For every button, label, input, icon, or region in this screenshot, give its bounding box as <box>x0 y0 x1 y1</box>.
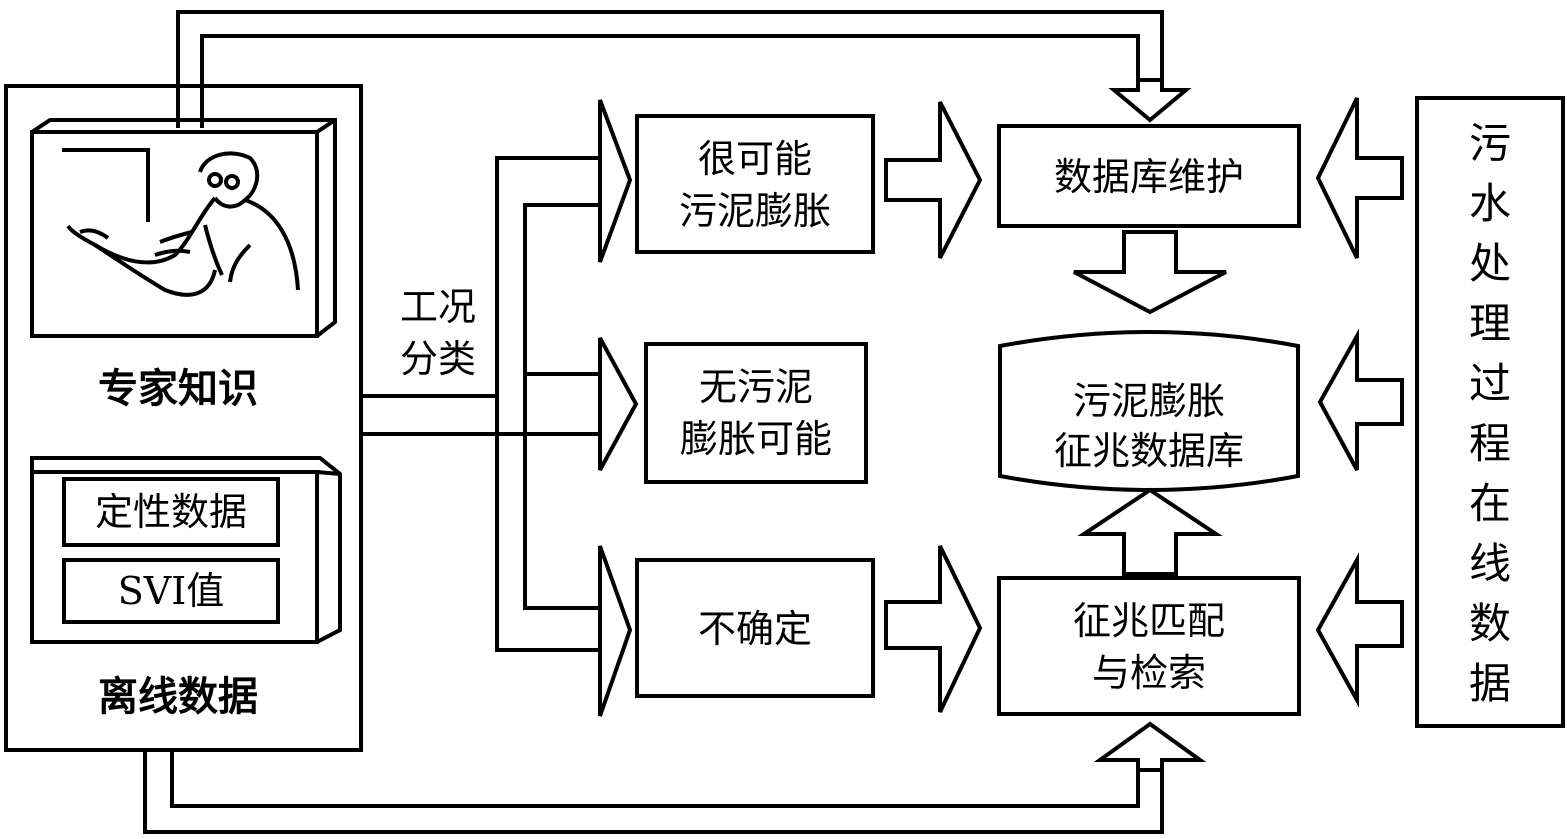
branch-outer <box>361 156 600 398</box>
classification-label-1: 工况 <box>400 285 476 329</box>
likely-label-2: 污泥膨胀 <box>679 189 831 233</box>
arrow-online-to-database <box>1317 328 1404 471</box>
online-char: 处 <box>1469 239 1511 288</box>
arrow-maintenance-to-database <box>1073 230 1227 315</box>
online-char: 理 <box>1469 299 1511 348</box>
online-char: 线 <box>1469 539 1511 588</box>
likely-box <box>635 114 875 254</box>
none-label-1: 无污泥 <box>699 365 813 409</box>
branch-inner-lower <box>523 434 600 610</box>
offline-data-label: 离线数据 <box>98 674 258 720</box>
matching-label-1: 征兆匹配 <box>1073 599 1225 643</box>
matching-label-2: 与检索 <box>1092 651 1206 695</box>
qualitative-data-box <box>62 477 280 547</box>
branch-outer-lower <box>495 396 600 652</box>
svi-box <box>62 558 280 624</box>
arrow-matching-to-database <box>1077 487 1223 576</box>
online-char: 污 <box>1469 119 1511 168</box>
expert-to-maintenance-line-inner <box>200 34 1140 128</box>
online-char: 数 <box>1469 599 1511 648</box>
database-label-1: 污泥膨胀 <box>1073 379 1225 423</box>
offline-to-matching-line <box>143 750 1164 834</box>
arrow-uncertain-to-matching <box>884 545 983 713</box>
svi-label: SVI值 <box>118 569 225 613</box>
expert-knowledge-label: 专家知识 <box>98 366 258 412</box>
db-maintenance-label: 数据库维护 <box>1054 155 1244 199</box>
offline-data-box <box>30 456 342 644</box>
online-char: 水 <box>1469 179 1511 228</box>
arrow-to-likely <box>598 99 633 263</box>
uncertain-label: 不确定 <box>698 607 812 651</box>
none-label-2: 膨胀可能 <box>680 417 832 461</box>
online-char: 程 <box>1469 419 1511 468</box>
arrow-down-into-maintenance <box>1108 78 1192 123</box>
branch-inner <box>361 203 600 436</box>
expert-knowledge-box <box>30 118 337 338</box>
online-char: 在 <box>1469 479 1511 528</box>
arrow-up-into-matching <box>1093 721 1207 772</box>
none-box <box>644 342 868 484</box>
online-data-box <box>1415 96 1565 728</box>
left-panel <box>4 84 363 752</box>
arrow-likely-to-maintenance <box>884 101 983 259</box>
online-char: 据 <box>1469 659 1511 708</box>
arrow-to-none <box>598 337 639 471</box>
online-data-label: 污 水 处 理 过 程 在 线 数 据 <box>1469 119 1511 708</box>
expert-to-maintenance-line <box>176 10 1164 128</box>
uncertain-box <box>635 558 875 698</box>
arrow-online-to-maintenance <box>1315 97 1404 259</box>
arrow-to-uncertain <box>598 545 633 717</box>
database-cylinder <box>998 330 1300 492</box>
matching-box <box>997 576 1301 716</box>
classification-label-2: 分类 <box>400 337 476 381</box>
online-char: 过 <box>1469 359 1511 408</box>
qualitative-data-label: 定性数据 <box>95 490 247 534</box>
expert-illustration <box>62 148 300 297</box>
db-maintenance-box <box>997 124 1301 228</box>
database-label-2: 征兆数据库 <box>1054 429 1244 473</box>
arrow-online-to-matching <box>1315 552 1404 708</box>
offline-to-matching-line-inner <box>170 750 1140 808</box>
likely-label-1: 很可能 <box>698 137 812 181</box>
